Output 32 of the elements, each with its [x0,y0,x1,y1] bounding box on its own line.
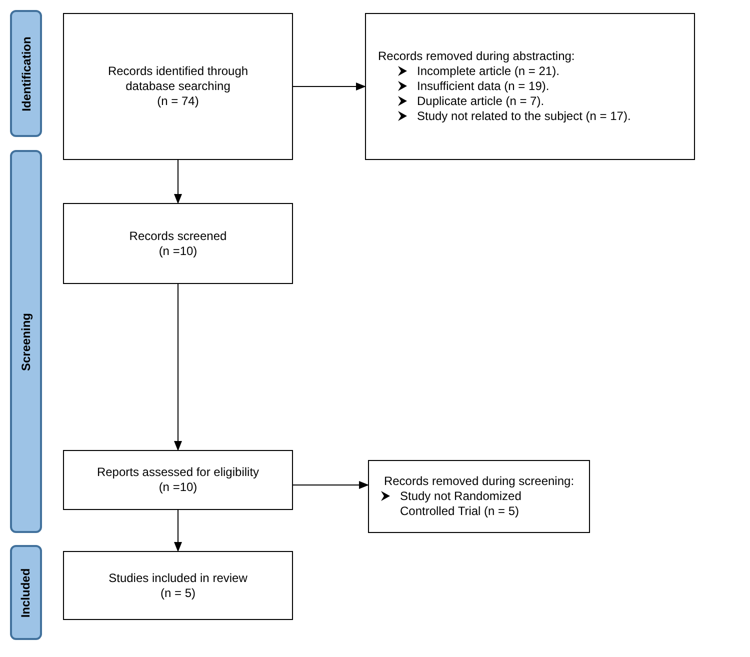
process-box [63,551,293,620]
list-item: Duplicate article (n = 7). [417,94,544,109]
stage-label: Included [19,568,33,618]
count-text: (n = 5) [160,586,196,600]
arrow [292,481,369,489]
arrow [174,284,182,451]
stage-band [10,10,42,137]
count-text: (n =10) [158,244,198,258]
stage-band [10,545,42,640]
list-item: Study not Randomized Controlled Trial (n = 5) [400,489,522,519]
box-heading: Records removed during screening: [384,474,574,489]
stage-label: Screening [19,312,33,371]
arrow [174,160,182,204]
box-text: Records screened [129,228,227,244]
stage-label: Identification [19,36,33,111]
list-item: Study not related to the subject (n = 17). [417,109,631,124]
arrow [292,82,366,90]
box-heading: Records removed during abstracting: [378,49,575,64]
exclusion-box [365,13,695,160]
box-text: Studies included in review [108,570,248,586]
process-box [63,203,293,284]
list-item: Insufficient data (n = 19). [417,79,550,94]
count-text: (n =10) [158,480,198,495]
process-box [63,13,293,160]
count-text: (n = 74) [157,94,199,109]
stage-band [10,150,42,533]
box-text: Reports assessed for eligibility [96,465,260,480]
exclusion-box [368,460,590,533]
process-box [63,450,293,510]
list-item: Incomplete article (n = 21). [417,64,560,79]
arrow [174,510,182,552]
box-text: Records identified through database searching [106,64,250,94]
